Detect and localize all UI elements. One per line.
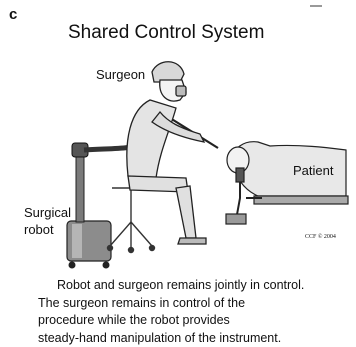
caption-line: procedure while the robot provides <box>38 312 304 330</box>
panel-letter: c <box>9 6 17 23</box>
patient-label: Patient <box>293 163 333 178</box>
surgeon-shoe <box>178 238 206 244</box>
surgical-robot-label: Surgical robot <box>24 204 71 238</box>
robot-column <box>76 150 84 222</box>
surgeon-cap <box>152 62 184 82</box>
patient-figure <box>226 142 348 224</box>
surgeon-mask <box>176 86 186 96</box>
surgeon-label: Surgeon <box>96 67 145 82</box>
surgical-robot-label-line2: robot <box>24 221 71 238</box>
surgeon-torso <box>127 100 176 178</box>
caption-line: The surgeon remains in control of the <box>38 295 304 313</box>
surgeon-leg <box>176 186 196 238</box>
surgical-robot-label-line1: Surgical <box>24 204 71 221</box>
figure-caption: Robot and surgeon remains jointly in con… <box>38 277 304 347</box>
stool <box>108 188 155 253</box>
robot-wheel <box>69 262 76 269</box>
head-clamp <box>236 168 244 182</box>
surgeon-figure <box>127 62 206 244</box>
operating-table <box>254 196 348 204</box>
figure-title: Shared Control System <box>68 22 264 44</box>
caption-line: Robot and surgeon remains jointly in con… <box>38 277 304 295</box>
caption-line: steady-hand manipulation of the instrume… <box>38 330 304 347</box>
head-holder-base <box>226 214 246 224</box>
robot-wheel <box>103 262 110 269</box>
copyright-notice: CCF © 2004 <box>305 234 336 240</box>
robot-base-highlight <box>72 224 82 258</box>
